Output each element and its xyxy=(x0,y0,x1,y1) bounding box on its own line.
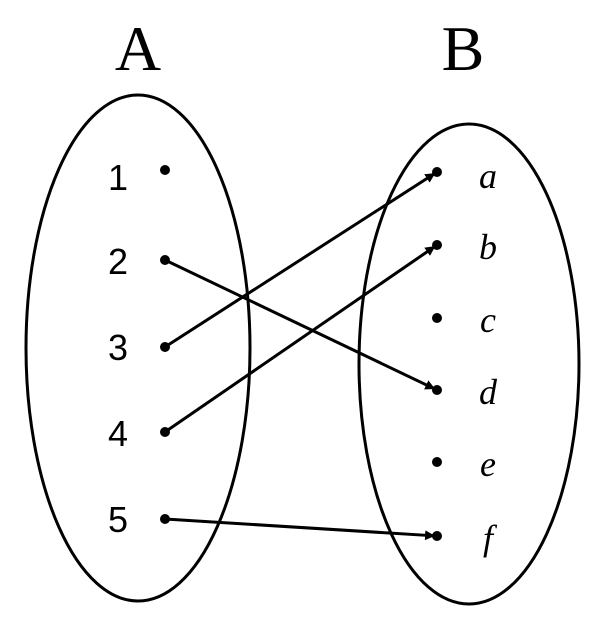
domain-element-label: 2 xyxy=(108,241,128,282)
codomain-element-label: b xyxy=(479,227,497,267)
codomain-element-label: d xyxy=(479,372,498,412)
domain-element-label: 5 xyxy=(108,499,128,540)
set-a-title: A xyxy=(115,13,161,84)
codomain-element-dot xyxy=(432,385,442,395)
mapping-arrow-5-to-f xyxy=(164,517,436,541)
set-a-oval xyxy=(24,93,252,603)
mapping-arrows xyxy=(164,172,436,541)
codomain-element-label: e xyxy=(480,444,496,484)
domain-element-label: 4 xyxy=(108,413,128,454)
domain-element-label: 1 xyxy=(108,157,128,198)
codomain-element-dot xyxy=(432,313,442,323)
mapping-arrow-2-to-d xyxy=(164,258,436,391)
set-b-oval xyxy=(357,122,581,606)
codomain-element-label: f xyxy=(483,518,498,558)
codomain-element-dot xyxy=(432,457,442,467)
codomain-element-label: c xyxy=(480,300,496,340)
codomain-element-label: a xyxy=(479,156,497,196)
domain-element-label: 3 xyxy=(108,327,128,368)
mapping-arrow-3-to-a xyxy=(164,172,436,349)
set-b-title: B xyxy=(442,13,485,84)
domain-element-dot xyxy=(160,165,170,175)
mapping-arrow-4-to-b xyxy=(164,245,436,434)
